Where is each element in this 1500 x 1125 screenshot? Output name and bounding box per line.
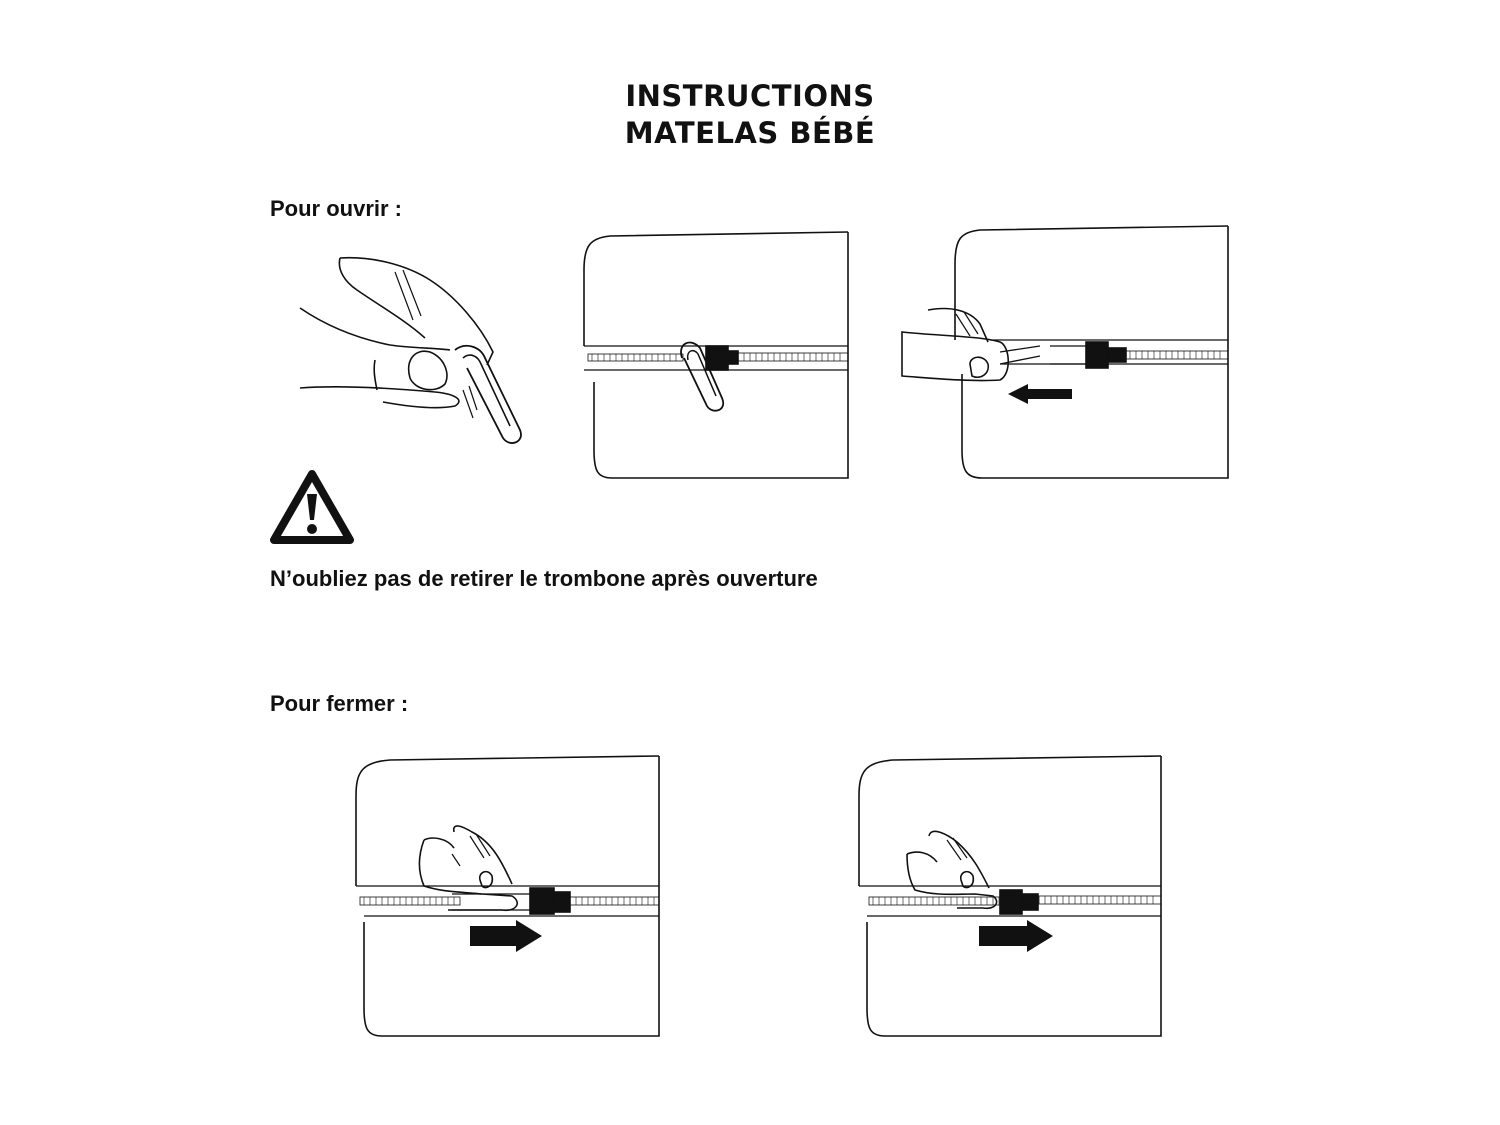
warning-text: N’oubliez pas de retirer le trombone apr… — [270, 566, 818, 592]
page-title: INSTRUCTIONS MATELAS BÉBÉ — [0, 78, 1500, 152]
close-step-2-illustration — [855, 752, 1167, 1040]
open-heading: Pour ouvrir : — [270, 196, 402, 222]
title-line-1: INSTRUCTIONS — [0, 78, 1500, 115]
open-pull-left-illustration — [900, 224, 1232, 482]
warning-triangle-icon — [268, 468, 356, 548]
close-step-1-illustration — [352, 752, 664, 1040]
zipper-paperclip-illustration — [582, 230, 852, 482]
close-heading: Pour fermer : — [270, 691, 408, 717]
title-line-2: MATELAS BÉBÉ — [0, 115, 1500, 152]
hand-paperclip-illustration — [295, 250, 535, 450]
